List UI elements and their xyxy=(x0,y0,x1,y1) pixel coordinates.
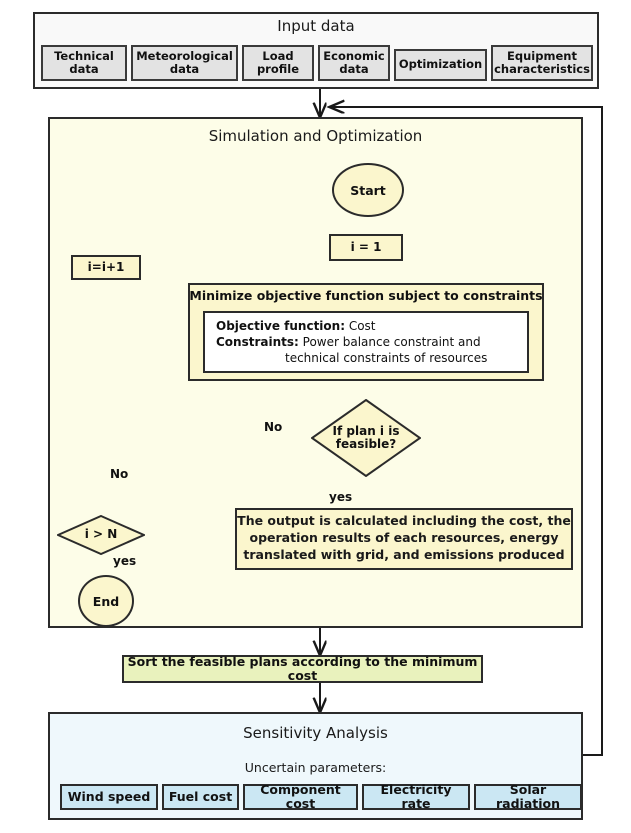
uncertain-param-electricity-rate-label: Electricity rate xyxy=(380,781,452,811)
constraints-line-1: Constraints: Power balance constraint an… xyxy=(216,334,526,350)
input-chip-optimization-label: Optimization xyxy=(398,57,483,72)
uncertain-param-solar-radiation[interactable]: Solar radiation xyxy=(474,781,582,811)
input-chip-meteorological-data[interactable]: Meteorological data xyxy=(131,45,238,81)
sensitivity-panel-title: Sensitivity Analysis xyxy=(243,724,388,742)
end-node[interactable]: End xyxy=(78,575,134,627)
feasible-decision-label: If plan i is feasible? xyxy=(332,423,400,451)
objective-function-label: Objective function: xyxy=(216,319,345,333)
start-node-label: Start xyxy=(350,182,386,198)
input-chip-equipment-characteristics-label: Equipment characteristics xyxy=(494,48,590,76)
input-chip-load-profile[interactable]: Load profile xyxy=(242,45,314,81)
counter-decision-label: i > N xyxy=(84,527,118,542)
input-data-title: Input data xyxy=(277,17,355,35)
constraints-label: Constraints: xyxy=(216,335,299,349)
increment-counter-label: i=i+1 xyxy=(87,259,125,274)
input-chip-economic-data[interactable]: Economic data xyxy=(318,45,390,81)
input-chip-technical-data-label: Technical data xyxy=(54,48,114,76)
uncertain-param-component-cost[interactable]: Component cost xyxy=(243,781,358,811)
init-counter-box[interactable]: i = 1 xyxy=(329,234,403,261)
input-chip-economic-data-label: Economic data xyxy=(323,48,385,76)
counter-diamond-shape xyxy=(55,514,147,556)
counter-decision-diamond[interactable]: i > N xyxy=(55,514,147,556)
input-chip-load-profile-label: Load profile xyxy=(256,48,300,76)
input-chip-technical-data[interactable]: Technical data xyxy=(41,45,127,81)
constraints-line-2: technical constraints of resources xyxy=(285,351,488,365)
sort-plans-label: Sort the feasible plans according to the… xyxy=(127,653,478,683)
output-results-box[interactable] xyxy=(235,508,573,570)
init-counter-label: i = 1 xyxy=(350,239,382,254)
feasible-yes-label: yes xyxy=(329,490,353,504)
simulation-panel-title: Simulation and Optimization xyxy=(208,127,423,145)
input-chip-equipment-characteristics[interactable]: Equipment characteristics xyxy=(491,45,593,81)
uncertain-param-fuel-cost-label: Fuel cost xyxy=(168,788,233,804)
input-chip-optimization[interactable]: Optimization xyxy=(394,49,487,81)
input-chip-meteorological-data-label: Meteorological data xyxy=(136,48,233,76)
sort-plans-box[interactable]: Sort the feasible plans according to the… xyxy=(122,653,483,683)
output-results-line-2: operation results of each resources, ene… xyxy=(249,530,559,545)
uncertain-param-electricity-rate[interactable]: Electricity rate xyxy=(362,781,470,811)
uncertain-param-solar-radiation-label: Solar radiation xyxy=(495,781,560,811)
objective-function-value: Cost xyxy=(348,319,376,333)
start-node[interactable]: Start xyxy=(332,163,404,217)
feasible-diamond-shape xyxy=(310,398,422,478)
feasible-decision-diamond[interactable]: If plan i is feasible? xyxy=(310,398,422,478)
sensitivity-subtitle: Uncertain parameters: xyxy=(244,760,387,775)
feasible-no-label: No xyxy=(264,420,283,434)
counter-yes-label: yes xyxy=(113,554,137,568)
output-results-line-1: The output is calculated including the c… xyxy=(237,513,571,528)
objective-function-line: Objective function: Cost xyxy=(216,318,526,334)
constraints-value-1: Power balance constraint and xyxy=(302,335,481,349)
counter-no-label: No xyxy=(110,467,129,481)
increment-counter-box[interactable]: i=i+1 xyxy=(71,255,141,280)
minimize-objective-header: Minimize objective function subject to c… xyxy=(189,288,543,303)
uncertain-param-wind-speed[interactable]: Wind speed xyxy=(60,784,158,810)
uncertain-param-wind-speed-label: Wind speed xyxy=(67,788,151,804)
uncertain-param-component-cost-label: Component cost xyxy=(260,781,341,811)
uncertain-param-fuel-cost[interactable]: Fuel cost xyxy=(162,784,239,810)
end-node-label: End xyxy=(92,593,120,609)
minimize-objective-inner-panel xyxy=(203,311,529,373)
output-results-line-3: translated with grid, and emissions prod… xyxy=(243,547,565,562)
